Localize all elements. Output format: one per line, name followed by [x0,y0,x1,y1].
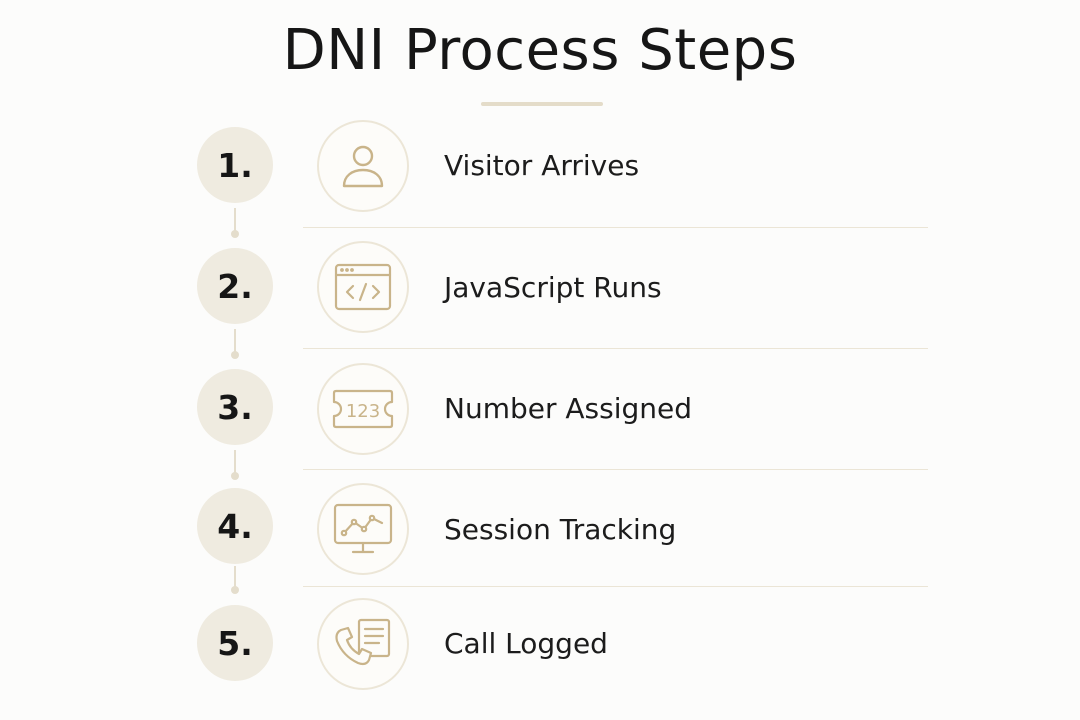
step-number-3: 3. [197,369,273,445]
step-icon-circle-5 [317,598,409,690]
connector-dot-1-2 [231,230,239,238]
step-label-1: Visitor Arrives [444,149,640,182]
step-label-3: Number Assigned [444,392,693,425]
person-icon [342,145,384,188]
step-icon-circle-3: 123 [317,363,409,455]
step-label-4: Session Tracking [444,513,677,546]
page-title: DNI Process Steps [282,18,798,83]
connector-1-2 [234,208,236,234]
phone-log-icon [335,618,391,666]
step-icon-circle-4 [317,483,409,575]
connector-dot-4-5 [231,586,239,594]
connector-dot-2-3 [231,351,239,359]
row-divider [303,348,928,349]
monitor-chart-icon [333,503,393,554]
step-icon-circle-1 [317,120,409,212]
connector-3-4 [234,450,236,476]
connector-4-5 [234,566,236,590]
step-label-5: Call Logged [444,627,608,660]
row-divider [303,469,928,470]
row-divider [303,227,928,228]
ticket-number-text: 123 [346,401,380,422]
row-divider [303,586,928,587]
step-label-2: JavaScript Runs [444,271,662,304]
connector-dot-3-4 [231,472,239,480]
step-number-1: 1. [197,127,273,203]
step-icon-circle-2 [317,241,409,333]
step-number-2: 2. [197,248,273,324]
connector-2-3 [234,329,236,355]
step-number-4: 4. [197,488,273,564]
title-underline [481,102,603,106]
step-number-5: 5. [197,605,273,681]
number-ticket-icon: 123 [332,389,394,429]
browser-code-icon [334,263,392,311]
